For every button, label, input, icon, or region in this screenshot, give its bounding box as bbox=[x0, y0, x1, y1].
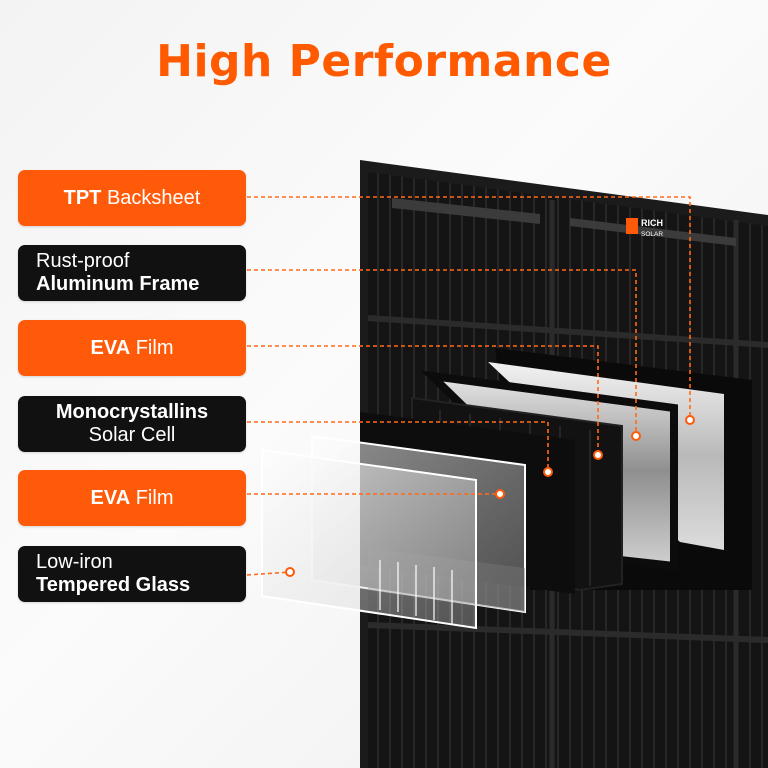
callout-lines bbox=[246, 196, 691, 576]
label-eva-film-1: EVA Film bbox=[18, 320, 246, 376]
leader-solar-cell bbox=[247, 421, 549, 472]
callout-dots bbox=[285, 415, 695, 577]
page-title: High Performance bbox=[156, 36, 612, 87]
svg-text:RICH: RICH bbox=[641, 218, 663, 228]
rich-solar-logo: RICH SOLAR bbox=[626, 218, 663, 238]
label-tpt-backsheet: TPT Backsheet bbox=[18, 170, 246, 226]
label-eva-film-2: EVA Film bbox=[18, 470, 246, 526]
label-solar-cell: Monocrystallins Solar Cell bbox=[18, 396, 246, 452]
leader-tempered-glass bbox=[246, 571, 291, 576]
label-aluminum-frame: Rust-proof Aluminum Frame bbox=[18, 245, 246, 301]
leader-eva-film-back bbox=[247, 345, 599, 455]
svg-text:SOLAR: SOLAR bbox=[641, 231, 663, 238]
layer-tempered-glass bbox=[261, 448, 477, 630]
label-tempered-glass: Low-iron Tempered Glass bbox=[18, 546, 246, 602]
leader-tpt-backsheet bbox=[247, 196, 691, 420]
leader-aluminum-frame bbox=[247, 269, 637, 436]
